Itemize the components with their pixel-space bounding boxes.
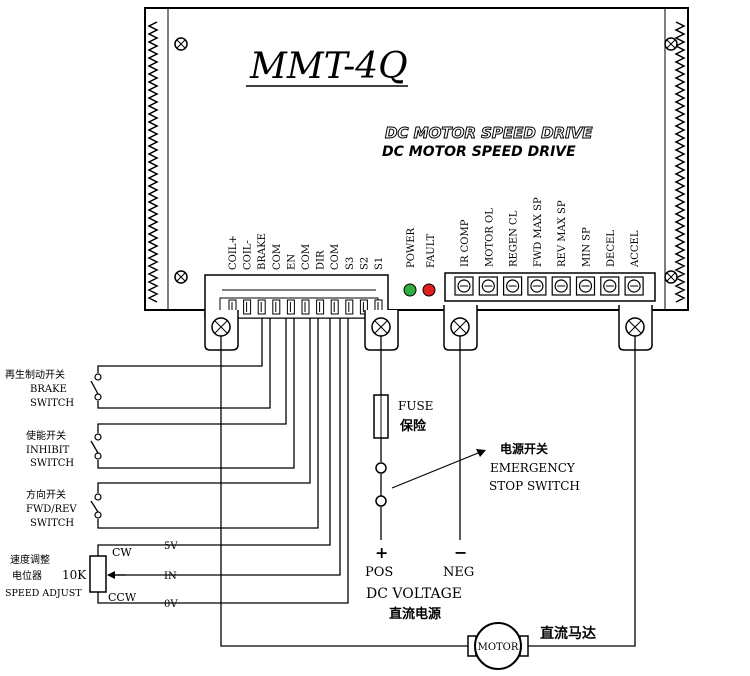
brake-switch-icon	[90, 373, 102, 401]
inhibit-switch-en-1: INHIBIT	[26, 445, 70, 456]
pot-ccw: CCW	[108, 591, 137, 604]
dir-switch-cn: 方向开关	[26, 488, 66, 501]
terminal-label: COIL-	[243, 240, 254, 270]
trimpot-label: MIN SP	[582, 227, 593, 267]
pot-value: 10K	[62, 568, 87, 582]
fault-led-icon	[422, 283, 436, 297]
terminal-label: S3	[345, 257, 356, 270]
subtitle-outline: DC MOTOR SPEED DRIVE	[385, 124, 593, 142]
emergency-switch-icon	[375, 449, 486, 507]
mount-screw-icon	[174, 270, 188, 284]
dir-switch-en-1: FWD/REV	[26, 504, 77, 515]
bracket-motor	[618, 305, 653, 351]
mount-screw-icon	[664, 270, 678, 284]
inhibit-switch-cn: 使能开关	[26, 429, 66, 442]
motor-cn: 直流马达	[540, 625, 596, 642]
terminal-label: COM	[272, 244, 283, 270]
trimpot-strip	[444, 272, 656, 302]
terminal-label: S2	[359, 257, 370, 270]
terminal-label: EN	[286, 254, 297, 270]
indicator-label: POWER	[406, 227, 417, 268]
pin-5v: 5V	[164, 541, 178, 552]
terminal-label: DIR	[316, 250, 327, 270]
potentiometer-icon	[89, 555, 126, 593]
dc-voltage-label: DC VOLTAGE	[366, 586, 462, 602]
dc-voltage-cn: 直流电源	[389, 606, 441, 622]
inhibit-switch-en-2: SWITCH	[30, 458, 74, 469]
trimpot-label: IR COMP	[460, 219, 471, 267]
trimpot-label: FWD MAX SP	[533, 197, 544, 267]
terminal-label: BRAKE	[257, 233, 268, 270]
pin-in: IN	[164, 571, 177, 582]
emergency-en-1: EMERGENCY	[490, 461, 576, 475]
brake-switch-en-1: BRAKE	[30, 384, 67, 395]
wires	[97, 318, 636, 647]
brake-switch-en-2: SWITCH	[30, 398, 74, 409]
fuse-icon	[373, 394, 389, 439]
trimpot-label: DECEL	[606, 230, 617, 267]
terminal-label: COIL+	[228, 235, 239, 270]
terminal-label: COM	[330, 244, 341, 270]
subtitle: DC MOTOR SPEED DRIVE	[382, 144, 576, 160]
drive-housing	[144, 7, 689, 311]
power-led-icon	[403, 283, 417, 297]
model-title: MMT-4Q	[249, 46, 408, 87]
fuse-en: FUSE	[398, 399, 433, 413]
pot-cw: CW	[112, 546, 132, 559]
bracket-left	[204, 310, 239, 351]
trimpot-label: REGEN CL	[509, 210, 520, 267]
trimpot-label: MOTOR OL	[484, 208, 495, 267]
pot-cn-2: 电位器	[12, 569, 42, 582]
mount-screw-icon	[174, 37, 188, 51]
bracket-pos	[364, 310, 399, 351]
neg-sign: −	[454, 543, 467, 562]
brake-switch-cn: 再生制动开关	[5, 368, 65, 381]
pos-sign: +	[375, 543, 388, 562]
neg-label: NEG	[443, 565, 474, 580]
fuse-cn: 保险	[399, 418, 427, 434]
trimpot-label: REV MAX SP	[557, 200, 568, 267]
pin-0v: 0V	[164, 599, 178, 610]
terminal-label: S1	[374, 257, 385, 270]
emergency-cn: 电源开关	[500, 441, 548, 456]
terminal-label: COM	[301, 244, 312, 270]
dir-switch-en-2: SWITCH	[30, 518, 74, 529]
inhibit-switch-icon	[90, 433, 102, 460]
emergency-en-2: STOP SWITCH	[489, 479, 580, 493]
mount-screw-icon	[664, 37, 678, 51]
motor-icon	[467, 622, 529, 670]
pot-en: SPEED ADJUST	[5, 588, 82, 599]
direction-switch-icon	[90, 493, 102, 519]
pos-label: POS	[365, 565, 393, 580]
indicator-label: FAULT	[426, 233, 437, 268]
motor-label: MOTOR	[478, 642, 519, 653]
pot-cn-1: 速度调整	[10, 553, 50, 566]
trimpot-label: ACCEL	[630, 230, 641, 268]
